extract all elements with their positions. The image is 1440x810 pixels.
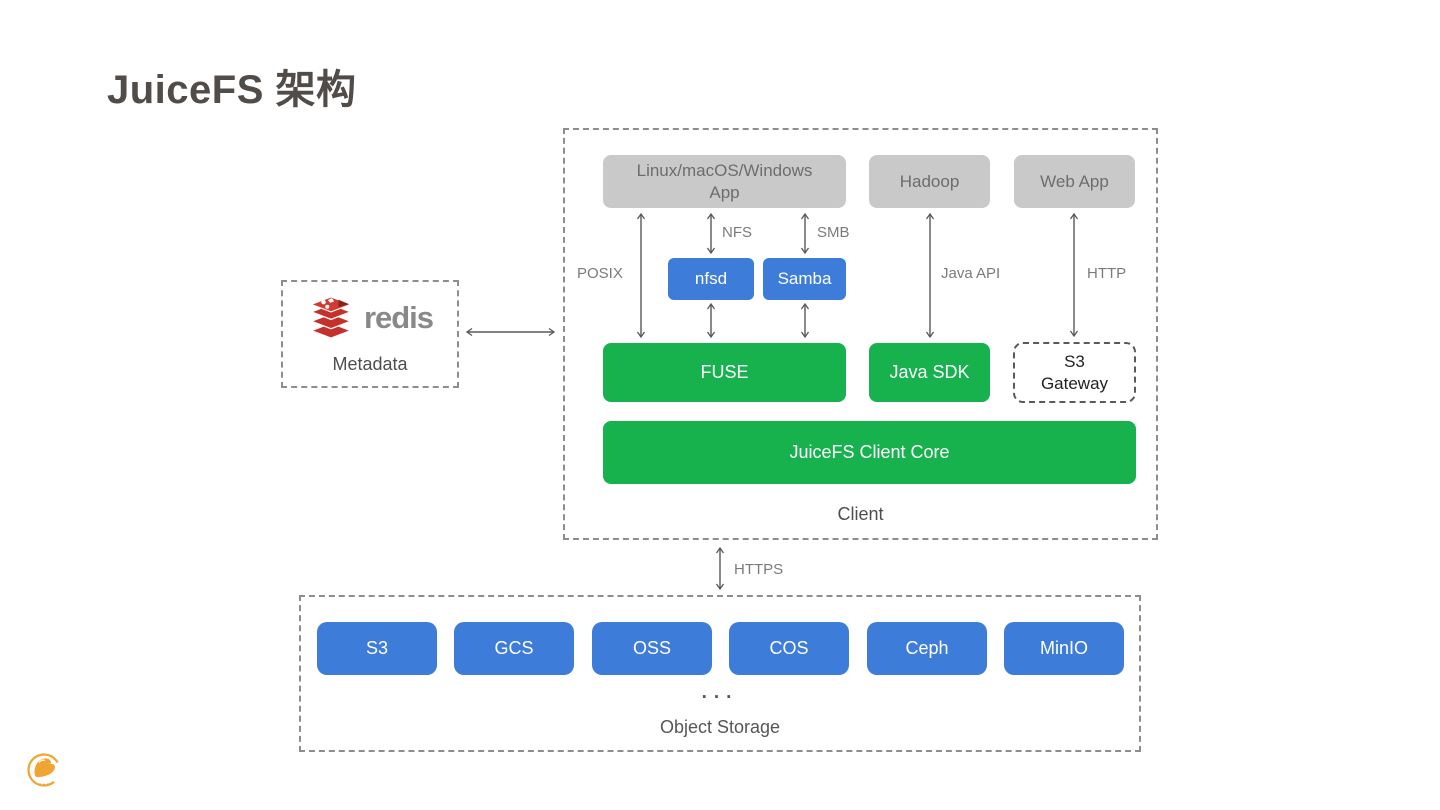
object-storage-ellipsis: ...: [701, 682, 739, 703]
provider-box-gcs: GCS: [454, 622, 574, 675]
provider-box-oss: OSS: [592, 622, 712, 675]
object-storage-label: Object Storage: [659, 717, 781, 737]
app-box-linux: Linux/macOS/Windows App: [603, 155, 846, 208]
s3-gateway-box: S3 Gateway: [1013, 342, 1136, 403]
page-title: JuiceFS 架构: [107, 68, 357, 112]
provider-box-ceph: Ceph: [867, 622, 987, 675]
java-sdk-box: Java SDK: [869, 343, 990, 402]
client-label: Client: [837, 504, 884, 524]
metadata-box: redis Metadata: [281, 280, 459, 388]
java-api-label: Java API: [941, 265, 1001, 282]
app-box-hadoop: Hadoop: [869, 155, 990, 208]
provider-box-cos: COS: [729, 622, 849, 675]
app-box-webapp: Web App: [1014, 155, 1135, 208]
s3-gateway-line2: Gateway: [1040, 373, 1109, 393]
redis-wordmark: redis: [363, 299, 434, 335]
provider-box-s3: S3: [317, 622, 437, 675]
samba-box: Samba: [763, 258, 846, 300]
object-storage-box: [299, 595, 1141, 752]
smb-label: SMB: [817, 224, 850, 241]
fuse-box: FUSE: [603, 343, 846, 402]
nfs-label: NFS: [722, 224, 752, 241]
nfsd-box: nfsd: [668, 258, 754, 300]
juicefs-client-core-box: JuiceFS Client Core: [603, 421, 1136, 484]
mascot-logo-icon: [27, 753, 61, 787]
redis-logo-row: redis: [283, 296, 457, 339]
s3-gateway-line1: S3: [1064, 352, 1085, 372]
client-box: [563, 128, 1158, 540]
provider-box-minio: MinIO: [1004, 622, 1124, 675]
metadata-label: Metadata: [332, 354, 408, 374]
posix-label: POSIX: [577, 265, 623, 282]
redis-logo-icon: [309, 296, 353, 339]
https-label: HTTPS: [734, 561, 784, 578]
http-label: HTTP: [1087, 265, 1127, 282]
